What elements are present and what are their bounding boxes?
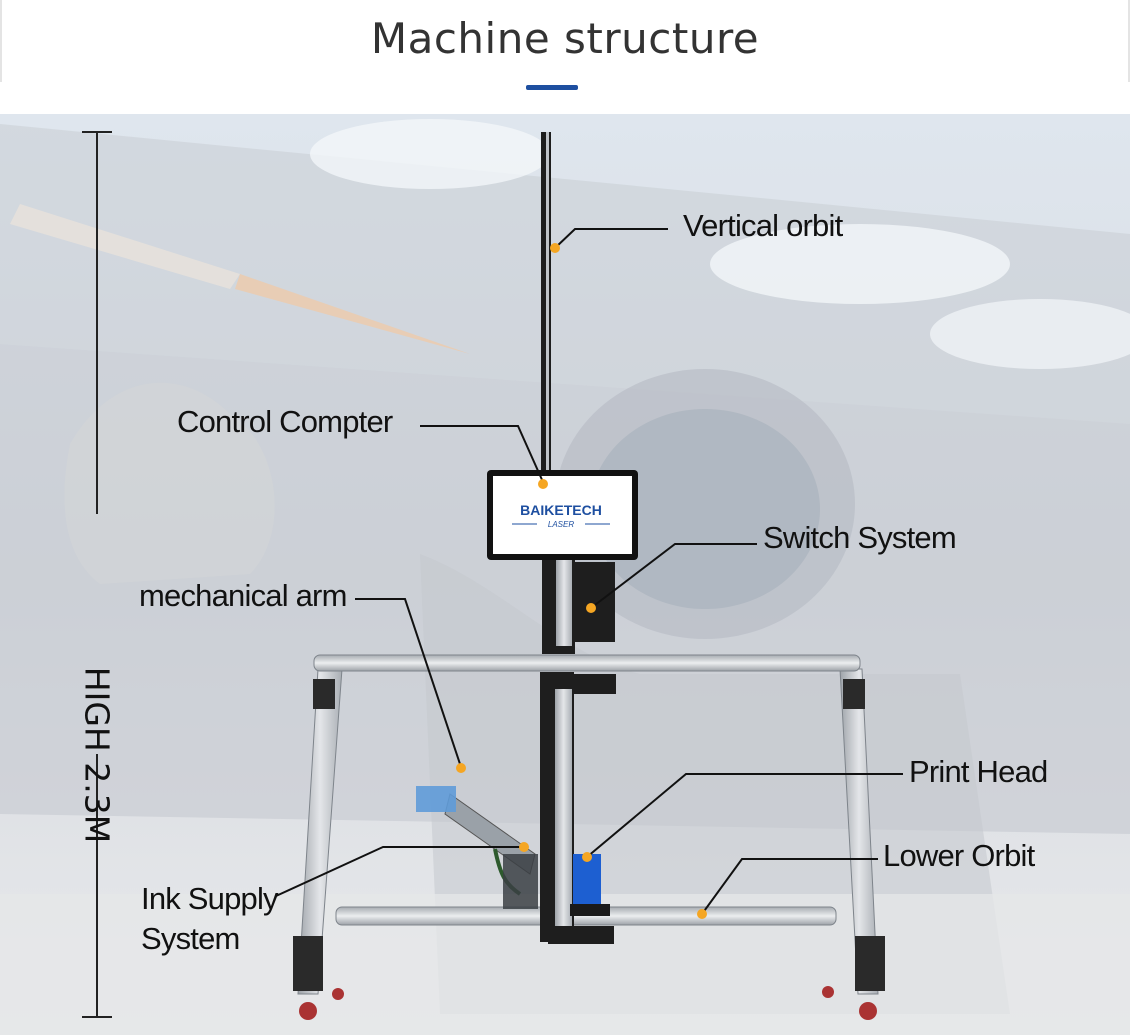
leader-control-computer [420, 425, 544, 483]
wheel-left-back [332, 988, 344, 1000]
arm-blue-block [416, 786, 456, 812]
wheel-left [299, 1002, 317, 1020]
rocket-flame [235, 274, 470, 354]
column-lower-bracket [574, 674, 616, 694]
wall-top-edge [0, 124, 1130, 424]
marker-switch-system [586, 603, 596, 613]
marker-ink-supply [519, 842, 529, 852]
astronaut-hand [64, 382, 275, 584]
wheel-right-back [822, 986, 834, 998]
column-base [548, 926, 614, 944]
label-mechanical-arm: mechanical arm [139, 578, 347, 613]
label-lower-orbit: Lower Orbit [883, 838, 1035, 873]
frame-right-joint [843, 679, 865, 709]
brand-logo-subtext: LASER [548, 520, 574, 529]
label-ink-supply-line2: System [141, 921, 240, 956]
brand-logo-text: BAIKETECH [520, 502, 602, 518]
marker-print-head [582, 852, 592, 862]
helmet-visor [590, 409, 820, 609]
monitor-screen [493, 476, 632, 554]
header-edge-left [0, 0, 2, 82]
ink-supply-unit [503, 854, 538, 909]
illustration-svg: BAIKETECH LASER [0, 114, 1130, 1035]
leader-lower-orbit [701, 858, 878, 915]
title-underline [526, 85, 578, 90]
leader-ink-supply [275, 846, 523, 897]
page-title: Machine structure [370, 14, 760, 63]
wheel-right [859, 1002, 877, 1020]
column-bracket [575, 562, 615, 642]
header-edge-right [1128, 0, 1130, 82]
marker-lower-orbit [697, 909, 707, 919]
leader-print-head [586, 773, 903, 858]
marker-control-computer [538, 479, 548, 489]
label-print-head: Print Head [909, 754, 1048, 789]
marker-mechanical-arm [456, 763, 466, 773]
column-upper-alu [556, 560, 572, 646]
label-switch-system: Switch System [763, 520, 957, 555]
label-vertical-orbit: Vertical orbit [683, 208, 843, 243]
label-ink-supply-line1: Ink Supply [141, 881, 279, 916]
label-control-computer: Control Compter [177, 404, 393, 439]
leader-vertical-orbit [554, 228, 668, 249]
height-dimension-label: HIGH 2.3M [77, 666, 117, 844]
print-head-base [570, 904, 610, 916]
cloud [710, 224, 1010, 304]
frame-left-foot [293, 936, 323, 991]
column-lower-alu [555, 689, 572, 929]
mast-highlight [546, 132, 549, 474]
upper-rail [313, 654, 861, 672]
print-head-body [573, 854, 601, 912]
rocket [10, 204, 240, 289]
marker-vertical-orbit [550, 243, 560, 253]
frame-right-foot [855, 936, 885, 991]
section-header: Machine structure [0, 0, 1130, 114]
leader-mechanical-arm [355, 598, 462, 768]
machine-illustration: BAIKETECH LASER HIGH 2.3M Vertical orbit… [0, 114, 1130, 1035]
frame-left-joint [313, 679, 335, 709]
cloud [930, 299, 1130, 369]
cloud [310, 119, 550, 189]
leader-switch-system [590, 543, 757, 609]
